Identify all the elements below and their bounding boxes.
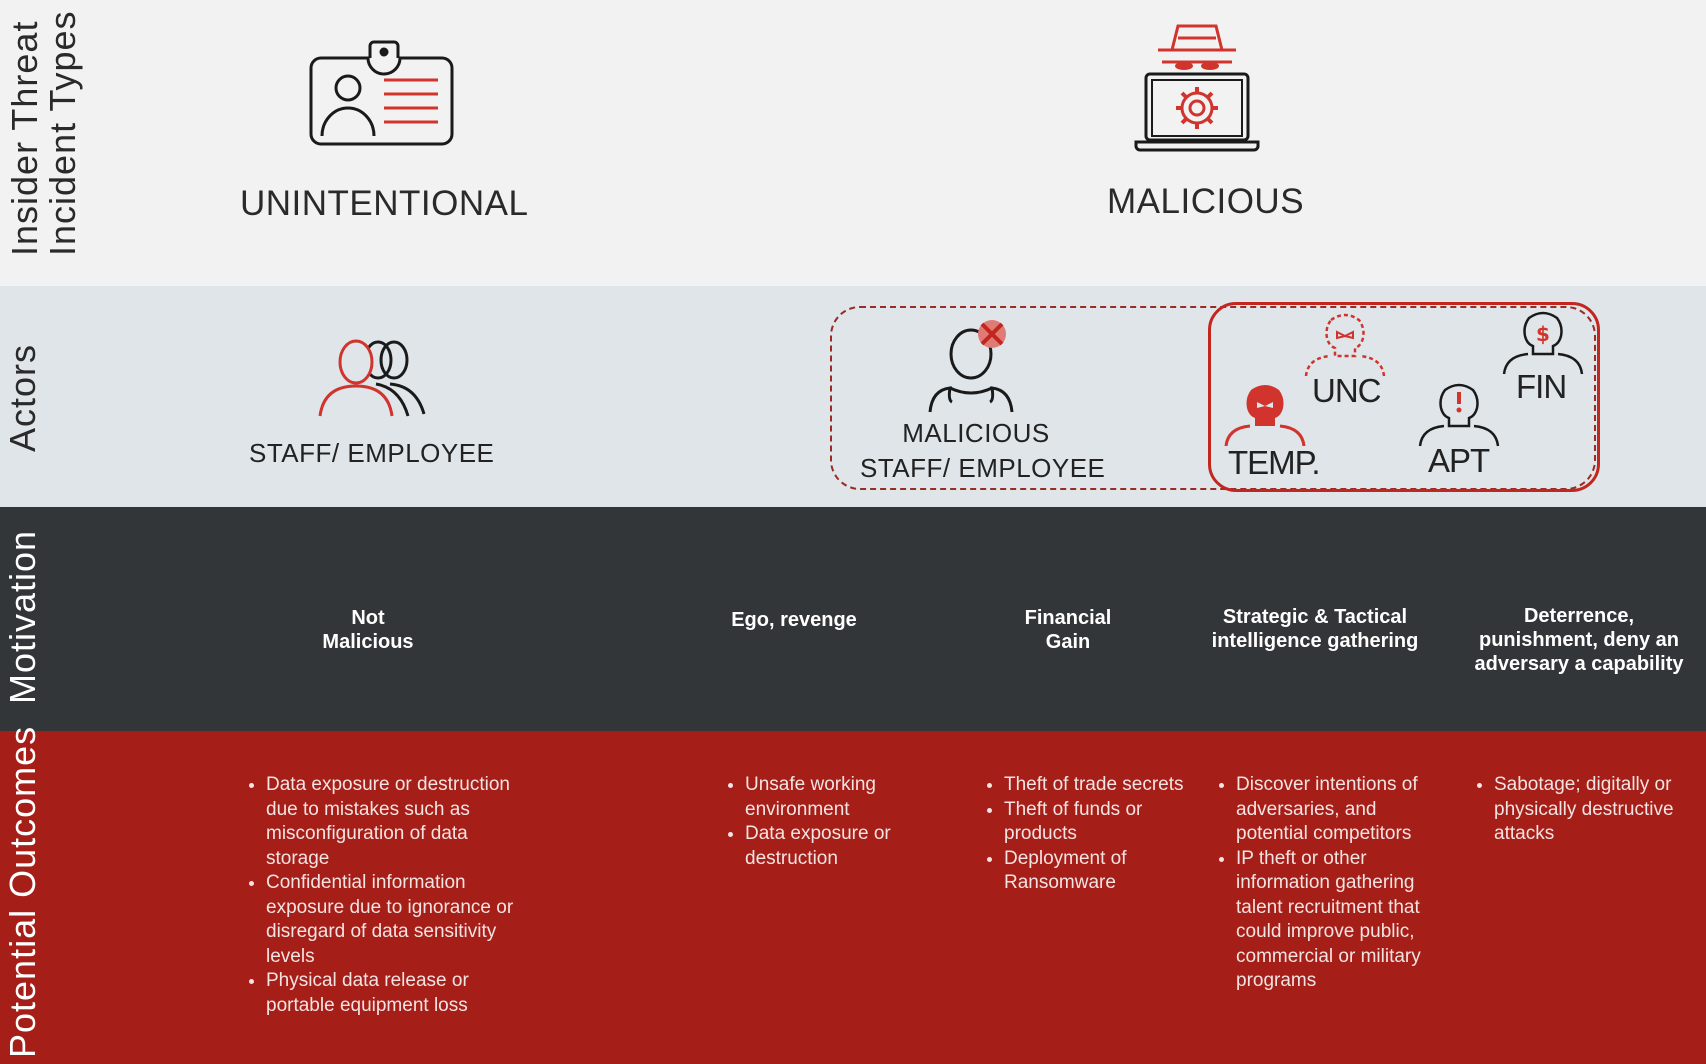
actor-malicious-staff-line2: STAFF/ EMPLOYEE bbox=[860, 453, 1106, 483]
outcomes-list-ego: Unsafe working environment Data exposure… bbox=[717, 773, 945, 871]
malicious-actors-dashed-box bbox=[830, 306, 1596, 490]
staff-group-icon bbox=[318, 339, 426, 417]
fin-skull-icon: $ bbox=[1502, 311, 1584, 375]
temp-skull-icon bbox=[1224, 385, 1306, 447]
actor-malicious-staff: MALICIOUS STAFF/ EMPLOYEE bbox=[860, 416, 1106, 486]
list-item: Physical data release or portable equipm… bbox=[266, 969, 516, 1018]
list-item: IP theft or other information gathering … bbox=[1236, 847, 1430, 994]
row-label-incident-types-line1: Insider Threat bbox=[4, 20, 45, 256]
row-label-incident-types-line2: Incident Types bbox=[42, 10, 83, 257]
row-label-motivation: Motivation bbox=[2, 529, 43, 704]
list-item: Deployment of Ransomware bbox=[1004, 847, 1194, 896]
outcomes-list-financial: Theft of trade secrets Theft of funds or… bbox=[976, 773, 1194, 896]
group-temp-label: TEMP. bbox=[1228, 444, 1321, 481]
outcomes-list-strategic: Discover intentions of adversaries, and … bbox=[1208, 773, 1430, 994]
list-item: Unsafe working environment bbox=[745, 773, 945, 822]
hacker-laptop-icon bbox=[1134, 24, 1260, 152]
apt-skull-icon bbox=[1418, 383, 1500, 447]
incident-type-unintentional: UNINTENTIONAL bbox=[240, 184, 529, 223]
list-item: Theft of trade secrets bbox=[1004, 773, 1194, 798]
external-groups-box bbox=[1208, 302, 1600, 492]
list-item: Theft of funds or products bbox=[1004, 798, 1194, 847]
incident-type-malicious: MALICIOUS bbox=[1107, 182, 1305, 221]
motivation-ego-revenge: Ego, revenge bbox=[731, 609, 857, 631]
motivation-strategic-intelligence: Strategic & Tactical intelligence gather… bbox=[1211, 606, 1419, 652]
motivation-deterrence: Deterrence, punishment, deny an adversar… bbox=[1474, 605, 1684, 675]
motivation-band bbox=[0, 507, 1706, 731]
motivation-financial-gain: Financial Gain bbox=[1024, 607, 1112, 653]
list-item: Sabotage; digitally or physically destru… bbox=[1494, 773, 1704, 847]
id-badge-icon bbox=[309, 40, 454, 146]
list-item: Discover intentions of adversaries, and … bbox=[1236, 773, 1430, 847]
row-label-actors: Actors bbox=[2, 343, 43, 452]
outcomes-list-deterrence: Sabotage; digitally or physically destru… bbox=[1466, 773, 1704, 847]
row-label-potential-outcomes: Potential Outcomes bbox=[2, 725, 43, 1058]
unc-skull-icon bbox=[1304, 313, 1386, 377]
actor-staff-employee: STAFF/ EMPLOYEE bbox=[249, 438, 495, 468]
group-fin-label: FIN bbox=[1516, 368, 1567, 405]
motivation-not-malicious: Not Malicious bbox=[322, 607, 414, 653]
group-unc-label: UNC bbox=[1312, 372, 1381, 409]
list-item: Data exposure or destruction bbox=[745, 822, 945, 871]
incident-types-band bbox=[0, 0, 1706, 286]
outcomes-list-unintentional: Data exposure or destruction due to mist… bbox=[238, 773, 516, 1018]
list-item: Confidential information exposure due to… bbox=[266, 871, 516, 969]
list-item: Data exposure or destruction due to mist… bbox=[266, 773, 516, 871]
malicious-insider-icon bbox=[928, 320, 1014, 413]
outcomes-band bbox=[0, 731, 1706, 1064]
group-apt-label: APT bbox=[1428, 442, 1490, 479]
actor-malicious-staff-line1: MALICIOUS bbox=[902, 418, 1050, 448]
svg-text:$: $ bbox=[1536, 322, 1550, 346]
row-label-incident-types: Insider Threat Incident Types bbox=[4, 10, 83, 257]
